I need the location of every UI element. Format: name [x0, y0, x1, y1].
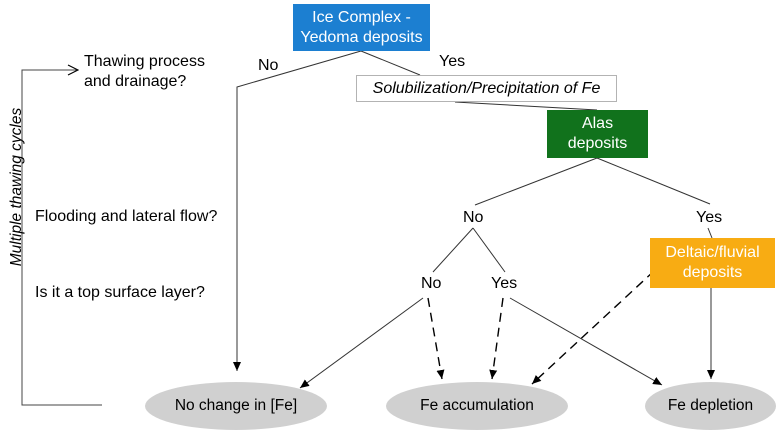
outcome-no-change: No change in [Fe]: [145, 382, 327, 430]
multiple-thawing-cycles-label: Multiple thawing cycles: [8, 107, 25, 267]
edge-surfaceyes-to-depletion: [509, 297, 663, 386]
cycle-loop-arrow: [21, 70, 102, 406]
edge-surfaceno-to-accumulation: [427, 297, 445, 380]
edge-ice-to-no: [233, 50, 362, 371]
branch-flood-yes: Yes: [696, 209, 723, 226]
question-flooding: Flooding and lateral flow?: [35, 208, 218, 225]
node-alas-deposits: Alas deposits: [547, 110, 648, 158]
node-deltaic-deposits: Deltaic/fluvial deposits: [650, 238, 775, 288]
branch-surface-yes: Yes: [491, 275, 518, 292]
question-surface: Is it a top surface layer?: [35, 284, 205, 301]
edge-deltaic-to-accumulation: [531, 270, 655, 385]
question-thawing: Thawing process and drainage?: [84, 53, 205, 90]
edge-surfaceno-to-nochange: [299, 297, 424, 389]
edge-ice-to-process: [360, 50, 421, 76]
edge-process-to-alas: [454, 101, 598, 111]
node-solubilization: Solubilization/Precipitation of Fe: [356, 75, 617, 102]
branch-top-no: No: [258, 57, 279, 74]
edge-floodno-to-surfaceyes: [472, 227, 506, 273]
branch-flood-no: No: [463, 209, 484, 226]
node-ice-complex: Ice Complex - Yedoma deposits: [293, 4, 430, 51]
edge-floodyes-to-deltaic: [707, 227, 713, 239]
branch-surface-no: No: [421, 275, 442, 292]
branch-top-yes: Yes: [439, 53, 466, 70]
outcome-fe-accumulation: Fe accumulation: [386, 382, 568, 430]
edge-alas-to-flood-no: [474, 157, 598, 206]
edge-floodno-to-surfaceno: [432, 227, 474, 273]
outcome-fe-depletion: Fe depletion: [645, 382, 776, 430]
edge-surfaceyes-to-accumulation: [489, 297, 504, 380]
edge-alas-to-flood-yes: [596, 157, 711, 205]
